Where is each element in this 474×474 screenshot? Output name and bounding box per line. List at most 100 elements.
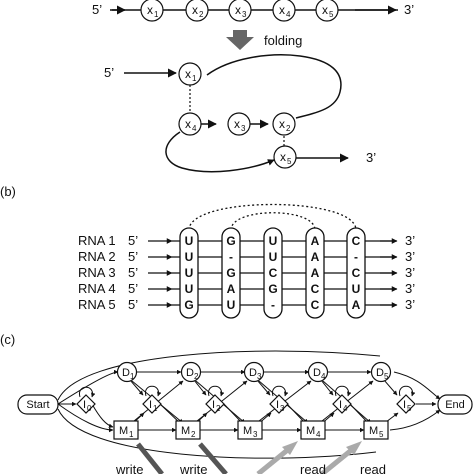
state-sub: 4 — [316, 430, 321, 439]
chain-3-prime: 3’ — [404, 2, 414, 17]
rna-base: C — [352, 266, 361, 280]
rna-5-prime: 5’ — [128, 265, 138, 280]
edge-d1-i1 — [129, 379, 144, 396]
panel-c: (c) — [0, 332, 473, 474]
node-base: x — [235, 3, 241, 17]
node-sub: 2 — [286, 124, 291, 133]
state-base: M — [306, 425, 315, 437]
state-base: D — [186, 367, 194, 379]
state-sub: 5 — [379, 430, 384, 439]
edge-d3-i3 — [256, 379, 271, 396]
node-sub: 5 — [287, 157, 292, 166]
rna-name: RNA 4 — [78, 281, 116, 296]
read-arrow-2 — [320, 446, 356, 474]
rna-base: U — [352, 282, 361, 296]
folded-node-circle — [273, 145, 297, 169]
state-base: I — [212, 399, 215, 411]
io-label-read-1: read — [300, 462, 326, 474]
rna-base: U — [185, 234, 194, 248]
node-base: x — [185, 117, 191, 131]
read-arrow-2-head — [346, 441, 362, 455]
state-base: I — [276, 399, 279, 411]
edge-start-d1 — [57, 369, 119, 405]
state-base: D — [376, 367, 384, 379]
rna-base: - — [354, 250, 358, 264]
delete-state-circle — [243, 361, 265, 383]
state-sub: 1 — [153, 404, 158, 413]
state-sub: 4 — [343, 404, 348, 413]
insert-state-diamond — [332, 394, 352, 414]
folded-node-x5: x 5 — [273, 145, 297, 169]
node-sub: 4 — [192, 124, 197, 133]
node-sub: 5 — [329, 10, 334, 19]
rna-5-prime: 5’ — [128, 233, 138, 248]
state-base: D — [122, 367, 130, 379]
pair-arc-1-5 — [188, 203, 357, 231]
node-base: x — [279, 3, 285, 17]
node-sub: 2 — [199, 10, 204, 19]
state-base: I — [339, 399, 342, 411]
folded-node-x4: x 4 — [178, 112, 202, 136]
column-capsule — [179, 227, 199, 319]
end-shape — [437, 394, 473, 415]
chain-node-x1: x 1 — [140, 0, 164, 22]
rna-base: - — [271, 298, 275, 312]
folding-arrow-icon — [226, 30, 254, 50]
state-sub: 3 — [280, 404, 285, 413]
state-sub: 0 — [87, 404, 92, 413]
rna-name: RNA 2 — [78, 249, 116, 264]
chain-node-circle — [185, 0, 209, 22]
node-sub: 1 — [192, 74, 197, 83]
rna-base: G — [184, 298, 193, 312]
edge-d5-end — [393, 371, 441, 400]
delete-state-circle — [370, 361, 392, 383]
loop-i5 — [399, 385, 416, 397]
rna-5-prime: 5’ — [128, 249, 138, 264]
rna-base: A — [311, 234, 320, 248]
folded-node-x2: x 2 — [272, 112, 296, 136]
state-base: M — [369, 425, 378, 437]
edge-d2-i2 — [193, 379, 207, 396]
rna-base: U — [185, 282, 194, 296]
column-capsule — [263, 227, 283, 319]
io-label-write-1: write — [115, 462, 143, 474]
chain-node-circle — [228, 0, 252, 22]
io-label-read-2: read — [360, 462, 386, 474]
rna-base: G — [226, 266, 235, 280]
state-base: M — [243, 425, 252, 437]
rna-base: A — [227, 282, 236, 296]
state-base: I — [403, 399, 406, 411]
node-base: x — [185, 67, 191, 81]
node-base: x — [147, 3, 153, 17]
rna-5-prime: 5’ — [128, 281, 138, 296]
io-label-write-2: write — [179, 462, 207, 474]
node-base: x — [280, 150, 286, 164]
write-arrow-1 — [136, 442, 164, 474]
chain-node-x4: x 4 — [272, 0, 296, 22]
match-state-box — [363, 420, 389, 440]
start-label: Start — [26, 399, 49, 411]
node-base: x — [234, 117, 240, 131]
state-sub: 2 — [191, 430, 196, 439]
loop-i3 — [272, 385, 289, 397]
rna-base: C — [311, 282, 320, 296]
panel-a: 5’ 3’ x 1 x 2 x 3 x 4 x 5 — [92, 0, 414, 173]
outer-arc-top — [57, 350, 381, 401]
rna-5-prime: 5’ — [128, 297, 138, 312]
loop-i2 — [208, 385, 225, 397]
